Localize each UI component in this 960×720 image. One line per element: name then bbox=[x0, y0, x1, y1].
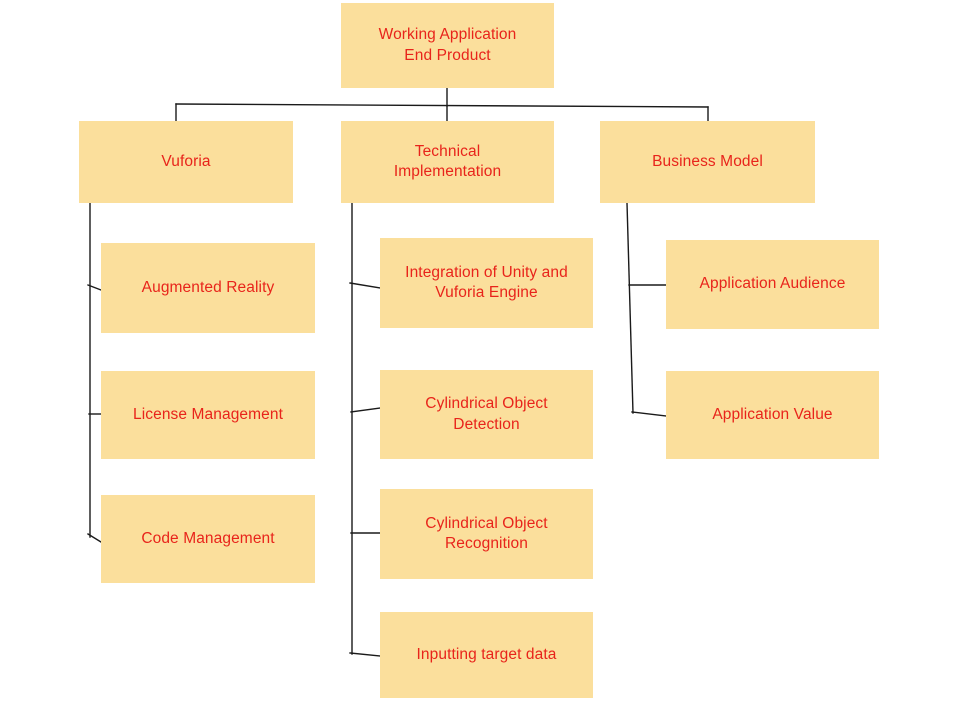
node-application-audience[interactable]: Application Audience bbox=[666, 240, 879, 329]
connector-vuforia-to-ar bbox=[87, 284, 102, 291]
node-code-management[interactable]: Code Management bbox=[101, 495, 315, 583]
node-technical-implementation[interactable]: Technical Implementation bbox=[341, 121, 554, 203]
node-business-model[interactable]: Business Model bbox=[600, 121, 815, 203]
connector-business-spine bbox=[626, 202, 634, 414]
node-label: Inputting target data bbox=[416, 645, 557, 663]
node-label: Business Model bbox=[652, 152, 763, 170]
node-label: Cylindrical Object Recognition bbox=[425, 514, 548, 552]
node-label: Technical Implementation bbox=[393, 142, 502, 180]
node-label: Augmented Reality bbox=[141, 278, 275, 296]
node-label: Vuforia bbox=[161, 152, 211, 170]
node-label: Working Application End Product bbox=[378, 26, 517, 64]
node-label: License Management bbox=[132, 405, 283, 423]
node-label: Application Audience bbox=[699, 275, 846, 293]
connector-tech-to-detection bbox=[350, 407, 381, 413]
node-application-value[interactable]: Application Value bbox=[666, 371, 879, 459]
connector-vuforia-to-code bbox=[87, 533, 102, 543]
connector-tech-to-integration bbox=[349, 282, 381, 289]
node-label: Code Management bbox=[141, 529, 275, 547]
connector-business-to-value bbox=[631, 411, 667, 417]
node-label: Cylindrical Object Detection bbox=[425, 395, 548, 433]
node-license-management[interactable]: License Management bbox=[101, 371, 315, 459]
node-inputting-target-data[interactable]: Inputting target data bbox=[380, 612, 593, 698]
node-integration-unity-vuforia[interactable]: Integration of Unity and Vuforia Engine bbox=[380, 238, 593, 328]
node-label: Integration of Unity and Vuforia Engine bbox=[405, 263, 568, 301]
node-cylindrical-object-recognition[interactable]: Cylindrical Object Recognition bbox=[380, 489, 593, 579]
node-augmented-reality[interactable]: Augmented Reality bbox=[101, 243, 315, 333]
node-cylindrical-object-detection[interactable]: Cylindrical Object Detection bbox=[380, 370, 593, 459]
connector-tech-to-inputting bbox=[349, 652, 381, 657]
node-vuforia[interactable]: Vuforia bbox=[79, 121, 293, 203]
node-label: Application Value bbox=[712, 405, 833, 423]
connector-trunk-bar bbox=[175, 103, 709, 108]
node-root[interactable]: Working Application End Product bbox=[341, 3, 554, 88]
